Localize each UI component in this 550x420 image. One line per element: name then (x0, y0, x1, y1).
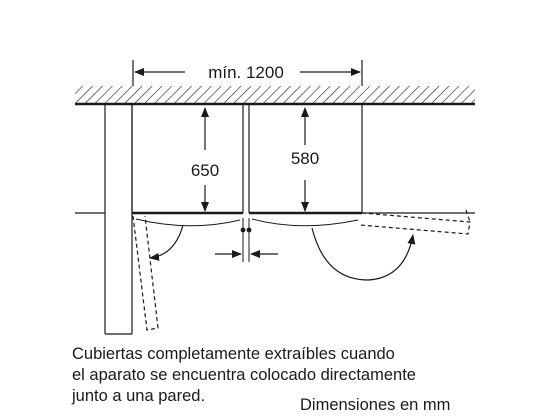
left-door-swing-arc (149, 224, 184, 261)
left-door-open (132, 215, 159, 331)
units-note: Dimensiones en mm (300, 396, 451, 414)
width-dimension: mín. 1200 (132, 60, 363, 86)
left-wall-cabinet (75, 104, 133, 335)
right-appliance: 580 (248, 104, 363, 215)
gap-dimension (215, 218, 278, 262)
right-front-curve (251, 218, 359, 227)
right-door-swing-arc (311, 227, 416, 281)
left-appliance: 650 (131, 104, 244, 215)
width-dimension-label: mín. 1200 (208, 63, 284, 82)
wall-hatch (75, 86, 475, 106)
depth-label-left: 650 (191, 161, 219, 180)
caption-line-2: el aparato se encuentra colocado directa… (72, 366, 416, 384)
left-front-curve (135, 218, 241, 227)
caption-line-3: junto a una pared. (72, 387, 206, 405)
right-door-open (359, 209, 471, 235)
depth-label-right: 580 (291, 149, 319, 168)
caption: Cubiertas completamente extraíbles cuand… (72, 344, 492, 407)
caption-line-1: Cubiertas completamente extraíbles cuand… (72, 345, 395, 363)
